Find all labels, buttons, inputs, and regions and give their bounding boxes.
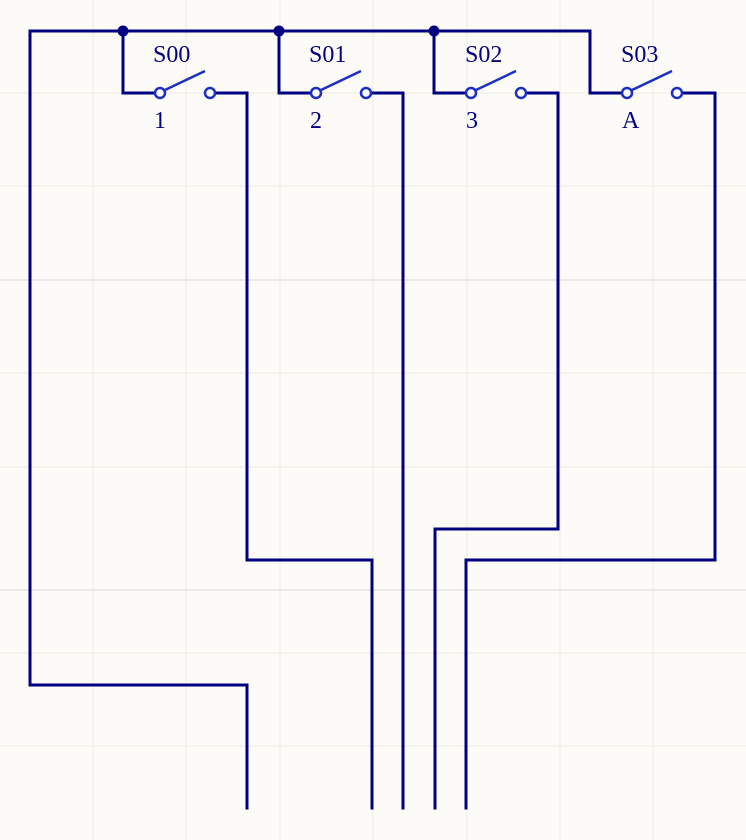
switch-lever xyxy=(164,69,206,92)
wire-s02-in xyxy=(432,29,473,95)
switch-designator-s00: S00 xyxy=(153,42,190,68)
switch-s03[interactable] xyxy=(620,69,684,100)
wire-s02-out xyxy=(433,91,560,810)
switch-s01[interactable] xyxy=(309,69,373,100)
switch-s02[interactable] xyxy=(464,69,528,100)
switch-contact xyxy=(359,86,373,100)
junctions xyxy=(117,25,440,37)
wire-s03-out xyxy=(464,91,717,810)
switch-key-label-s00: 1 xyxy=(154,108,166,134)
wire-top-bus xyxy=(28,29,629,95)
switch-contact xyxy=(203,86,217,100)
switch-s00[interactable] xyxy=(153,69,217,100)
wire-common xyxy=(28,29,249,810)
switch-lever xyxy=(631,69,673,92)
switch-contact xyxy=(153,86,167,100)
wire-s00-in xyxy=(121,29,162,95)
switch-contact xyxy=(464,86,478,100)
wire-s00-out xyxy=(208,91,374,810)
switch-designator-s01: S01 xyxy=(309,42,346,68)
junction-dot xyxy=(428,25,440,37)
switch-designator-s02: S02 xyxy=(465,42,502,68)
switch-key-label-s01: 2 xyxy=(310,108,322,134)
switch-designator-s03: S03 xyxy=(621,42,658,68)
switch-contact xyxy=(514,86,528,100)
switch-key-label-s02: 3 xyxy=(466,108,478,134)
wires xyxy=(28,29,717,810)
switch-lever xyxy=(320,69,362,92)
switch-contact xyxy=(309,86,323,100)
wire-s01-in xyxy=(277,29,318,95)
switch-contact xyxy=(620,86,634,100)
junction-dot xyxy=(273,25,285,37)
wire-s01-out xyxy=(364,91,405,810)
switch-contact xyxy=(670,86,684,100)
junction-dot xyxy=(117,25,129,37)
switch-key-label-s03: A xyxy=(622,108,640,134)
switch-lever xyxy=(475,69,517,92)
